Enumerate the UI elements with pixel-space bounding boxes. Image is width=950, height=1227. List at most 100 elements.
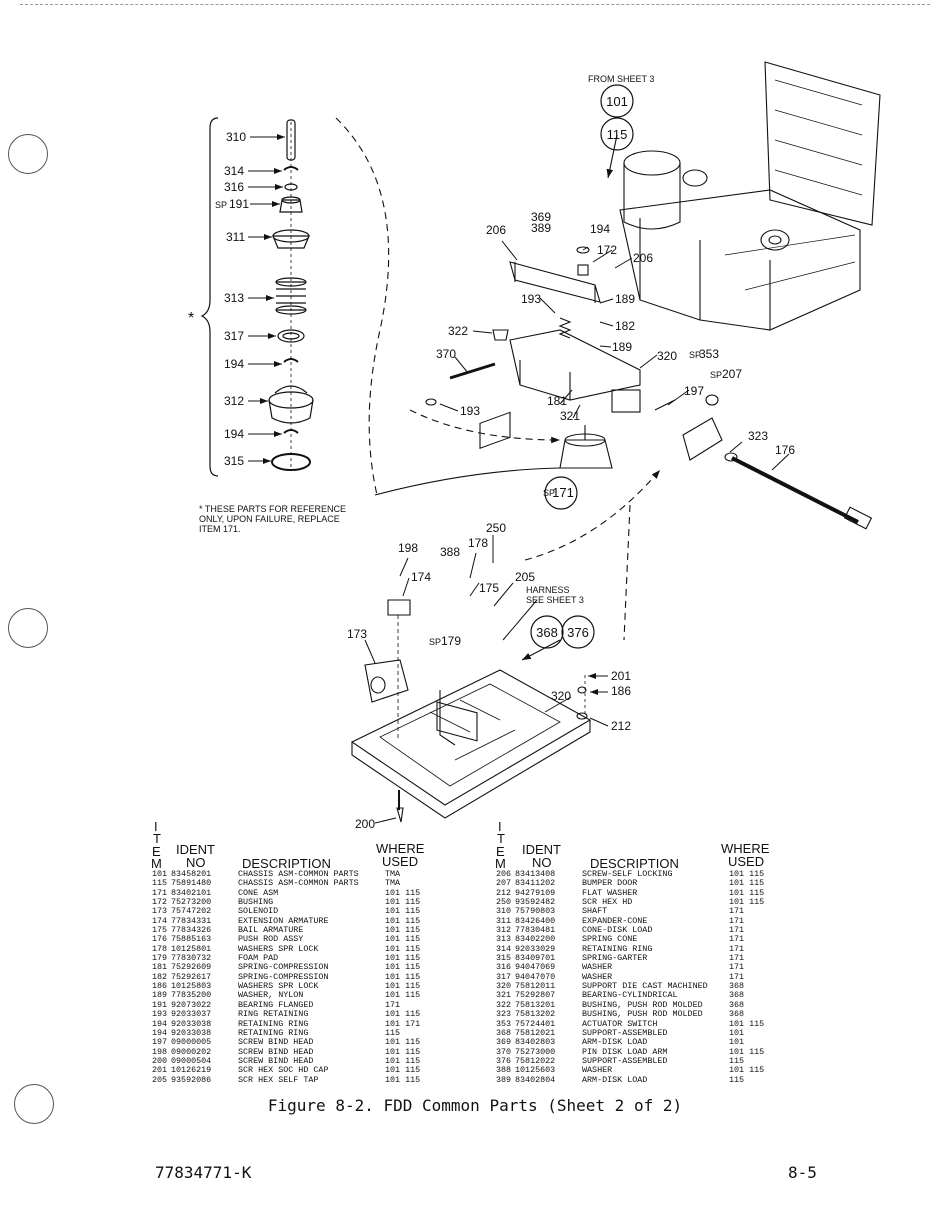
where-used-cell: 101 [729,1037,745,1048]
item-cell: 172 [152,897,168,908]
description-cell: SCREW BIND HEAD [238,1046,314,1057]
ident-cell: 77830481 [515,925,556,936]
item-cell: 200 [152,1055,168,1066]
callout-189-b: 189 [612,340,632,354]
callout-197: 197 [684,384,704,398]
item-cell: 205 [152,1074,168,1085]
parts-table-left: I T E M IDENT NO DESCRIPTION WHERE USED … [151,819,452,1085]
ident-cell: 92033038 [171,1018,212,1029]
callout-311: 311 [226,230,245,244]
description-cell: CHASSIS ASM-COMMON PARTS [238,878,359,889]
description-cell: SPRING-COMPRESSION [238,971,329,982]
callout-194-b: 194 [224,427,244,441]
part-callout-numbers: 310 314 316 191 311 313 317 194 312 194 … [224,130,795,831]
ident-cell: 10125603 [515,1065,556,1076]
ident-cell: 75812021 [515,1027,556,1038]
where-used-cell: 101 115 [385,1037,421,1048]
item-cell: 189 [152,990,168,1001]
callout-186: 186 [611,684,631,698]
where-used-cell: 101 115 [385,887,421,898]
circled-368: 368 [536,625,558,640]
where-used-cell: 101 115 [385,990,421,1001]
where-used-cell: 171 [729,971,745,982]
callout-313: 313 [224,291,244,305]
where-used-cell: 101 [729,1027,745,1038]
callout-205: 205 [515,570,535,584]
ident-cell: 83409701 [515,953,556,964]
parts-table-left-header: I T E M IDENT NO DESCRIPTION WHERE USED [151,819,452,870]
item-cell: 201 [152,1065,168,1076]
ident-cell: 77834331 [171,915,212,926]
description-cell: SUPPORT DIE CAST MACHINED [582,981,708,992]
item-cell: 313 [496,934,512,945]
where-used-cell: 101 115 [385,981,421,992]
callout-181: 181 [547,394,567,408]
item-cell: 370 [496,1046,512,1057]
item-cell: 312 [496,925,512,936]
callout-317: 317 [224,329,244,343]
description-cell: SPRING CONE [582,934,638,945]
item-cell: 194 [152,1018,168,1029]
where-used-cell: 171 [729,953,745,964]
item-letter-e: E [496,844,505,859]
ident-cell: 77834326 [171,925,212,936]
ident-cell: 75885163 [171,934,212,945]
used-heading: USED [382,854,419,869]
item-cell: 376 [496,1055,512,1066]
sp-prefix-171: SP [543,488,555,498]
callout-321: 321 [560,409,580,423]
description-cell: BUSHING, PUSH ROD MOLDED [582,999,703,1010]
callout-315: 315 [224,454,244,468]
item-cell: 316 [496,962,512,973]
item-cell: 175 [152,925,168,936]
item-cell: 176 [152,934,168,945]
callout-316: 316 [224,180,244,194]
description-cell: SUPPORT-ASSEMBLED [582,1055,668,1066]
item-cell: 323 [496,1009,512,1020]
ident-cell: 75813202 [515,1009,556,1020]
description-cell: WASHERS SPR LOCK [238,943,319,954]
description-cell: EXPANDER-CONE [582,915,648,926]
where-used-cell: 101 115 [729,878,765,889]
ident-cell: 75724401 [515,1018,556,1029]
item-letter-i: I [154,819,158,834]
where-used-cell: 368 [729,981,745,992]
parts-table-right: I T E M IDENT NO DESCRIPTION WHERE USED … [495,820,796,1085]
description-cell: SCR HEX SOC HD CAP [238,1065,329,1076]
binder-hole-bottom [14,1084,54,1124]
callout-189-a: 189 [615,292,635,306]
where-used-cell: 171 [729,943,745,954]
item-cell: 178 [152,943,168,954]
sp-prefix-207: SP [710,370,722,380]
where-used-cell: 115 [385,1027,401,1038]
ident-cell: 77830732 [171,953,212,964]
callout-172: 172 [597,243,617,257]
description-cell: CONE ASM [238,887,279,898]
ident-cell: 92033029 [515,943,556,954]
callout-353: 353 [699,347,719,361]
callout-323: 323 [748,429,768,443]
item-letter-t: T [153,831,161,846]
ident-heading: IDENT [176,842,215,857]
sp-prefix-353: SP [689,350,701,360]
ident-cell: 09000202 [171,1046,212,1057]
item-cell: 320 [496,981,512,992]
where-used-cell: TMA [385,878,401,889]
callout-250: 250 [486,521,506,535]
callout-174: 174 [411,570,431,584]
